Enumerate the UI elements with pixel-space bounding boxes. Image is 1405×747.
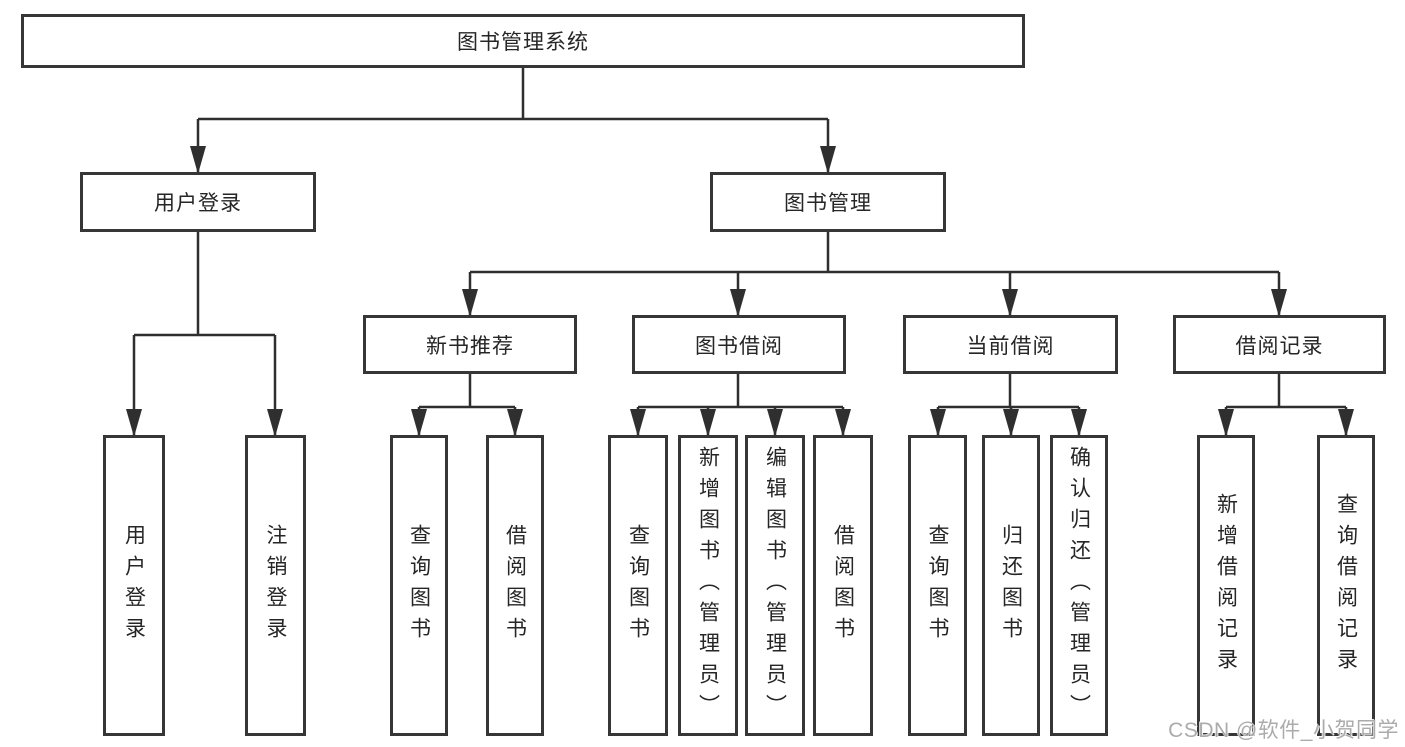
leaf-label: 查询借阅记录: [1334, 492, 1358, 679]
leaf-label: 确认归还（管理员）: [1067, 446, 1091, 725]
leaf-add-book-admin: 新增图书（管理员）: [678, 435, 738, 736]
leaf-label: 编辑图书（管理员）: [763, 446, 787, 725]
leaf-label: 新增借阅记录: [1214, 492, 1238, 679]
leaf-borrow-book: 借阅图书: [813, 435, 873, 736]
leaf-query-book-current: 查询图书: [908, 435, 967, 736]
leaf-return-book: 归还图书: [982, 435, 1040, 736]
leaf-add-borrow-record: 新增借阅记录: [1197, 435, 1255, 736]
node-borrow-records: 借阅记录: [1173, 315, 1386, 374]
leaf-label: 借阅图书: [831, 523, 855, 648]
leaf-label: 用户登录: [122, 523, 146, 648]
leaf-label: 新增图书（管理员）: [696, 446, 720, 725]
csdn-watermark: CSDN @软件_小贺同学: [1168, 719, 1399, 742]
leaf-user-login: 用户登录: [103, 435, 165, 736]
node-current-borrow: 当前借阅: [903, 315, 1118, 374]
leaf-query-borrow-record: 查询借阅记录: [1317, 435, 1375, 736]
leaf-query-book-recommend: 查询图书: [390, 435, 448, 736]
leaf-edit-book-admin: 编辑图书（管理员）: [745, 435, 805, 736]
leaf-label: 查询图书: [626, 523, 650, 648]
node-user-login: 用户登录: [80, 172, 316, 232]
node-book-management: 图书管理: [710, 172, 946, 232]
node-library-system: 图书管理系统: [21, 14, 1025, 68]
leaf-label: 查询图书: [407, 523, 431, 648]
leaf-query-book-borrow: 查询图书: [608, 435, 668, 736]
leaf-label: 借阅图书: [503, 523, 527, 648]
leaf-label: 归还图书: [999, 523, 1023, 648]
leaf-label: 查询图书: [926, 523, 949, 648]
leaf-confirm-return-admin: 确认归还（管理员）: [1050, 435, 1108, 736]
leaf-logout: 注销登录: [245, 435, 306, 736]
leaf-borrow-book-recommend: 借阅图书: [486, 435, 544, 736]
leaf-label: 注销登录: [264, 523, 287, 648]
node-book-borrow: 图书借阅: [632, 315, 846, 374]
node-new-book-recommend: 新书推荐: [363, 315, 577, 374]
